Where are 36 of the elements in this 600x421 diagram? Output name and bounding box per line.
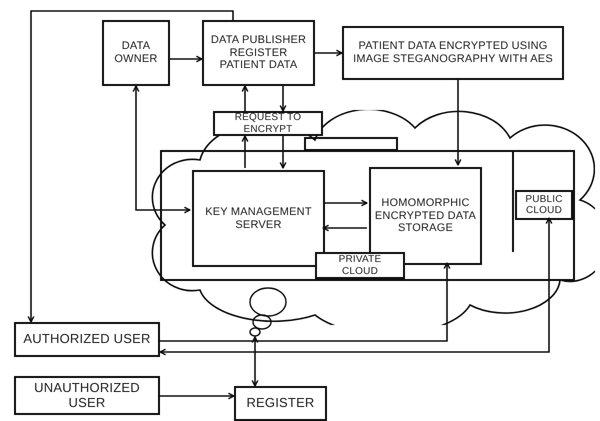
node-label: DATA OWNER	[113, 40, 159, 66]
process-box	[202, 20, 315, 86]
arrow	[454, 80, 462, 166]
process-box	[234, 386, 327, 421]
arrow	[323, 200, 368, 206]
arrow	[242, 85, 248, 111]
node-label: DATA PUBLISHER REGISTER PATIENT DATA	[210, 34, 308, 72]
arrow	[252, 336, 258, 387]
system-boundary-box	[160, 150, 575, 281]
arrow	[159, 217, 552, 356]
node-label: PATIENT DATA ENCRYPTED USING IMAGE STEGANOGRAPHY WITH AES	[352, 40, 554, 66]
process-box	[14, 322, 160, 357]
process-box	[14, 376, 160, 415]
arrow	[322, 224, 367, 232]
arrow	[160, 392, 235, 400]
arrow	[170, 56, 203, 62]
node-label: REQUEST TO ENCRYPT	[234, 112, 302, 135]
node-label: KEY MANAGEMENT SERVER	[204, 206, 313, 232]
arrow	[315, 50, 343, 56]
arrow	[280, 86, 286, 112]
node-label: PRIVATE CLOUD	[338, 254, 382, 277]
node-label: REGISTER	[246, 396, 315, 411]
process-box	[515, 190, 573, 220]
node-label: UNAUTHORIZED USER	[33, 380, 141, 410]
process-box	[102, 20, 170, 86]
process-box	[342, 26, 564, 80]
node-label: AUTHORIZED USER	[23, 332, 151, 347]
arrow	[280, 136, 286, 169]
node-label: PUBLIC CLOUD	[524, 194, 564, 216]
process-box	[192, 170, 325, 267]
arrow	[160, 262, 450, 342]
arrow	[132, 85, 191, 214]
arrow	[28, 10, 234, 323]
arrow	[242, 135, 248, 168]
node-label: HOMOMORPHIC ENCRYPTED DATA STORAGE	[374, 197, 477, 235]
process-box	[315, 252, 405, 279]
